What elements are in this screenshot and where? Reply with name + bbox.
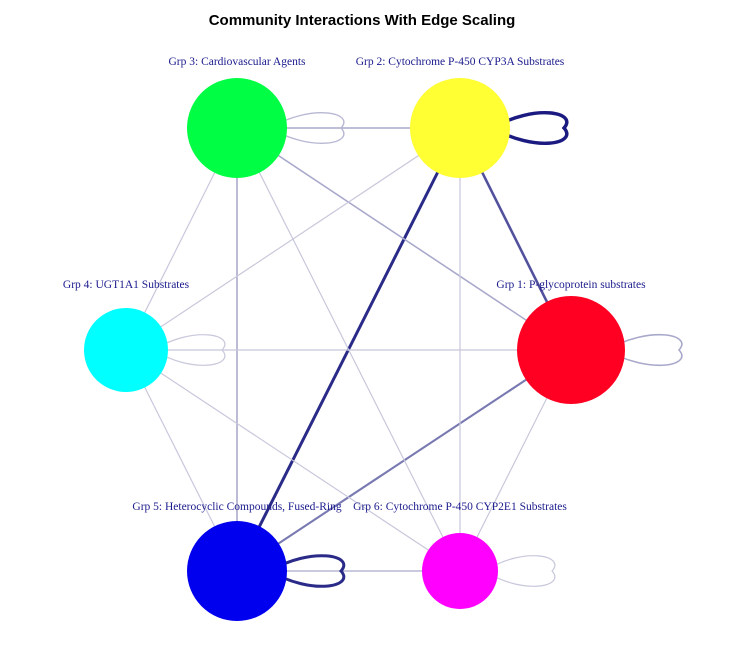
- node-g4: [84, 308, 168, 392]
- node-g1: [517, 296, 625, 404]
- node-g3: [187, 78, 287, 178]
- node-g5: [187, 521, 287, 621]
- node-label-g3: Grp 3: Cardiovascular Agents: [168, 56, 306, 68]
- edge-g4-g6: [125, 349, 461, 572]
- node-label-g4: Grp 4: UGT1A1 Substrates: [63, 279, 190, 291]
- self-loop-g1: [605, 333, 683, 367]
- self-loop-g6: [484, 555, 556, 587]
- self-loop-g3: [269, 112, 345, 144]
- node-label-g5: Grp 5: Heterocyclic Compounds, Fused-Rin…: [132, 501, 341, 513]
- edge-g3-g1: [236, 127, 572, 351]
- self-loop-g2: [491, 110, 569, 146]
- node-g2: [410, 78, 510, 178]
- diagram-title: Community Interactions With Edge Scaling: [209, 12, 516, 29]
- nodes-layer: [84, 78, 625, 621]
- node-label-g1: Grp 1: P-glycoprotein substrates: [496, 279, 646, 291]
- node-label-g2: Grp 2: Cytochrome P-450 CYP3A Substrates: [356, 56, 565, 68]
- self-loops-layer: [152, 110, 683, 588]
- edge-g2-g4: [125, 127, 461, 351]
- node-g6: [422, 533, 498, 609]
- node-label-g6: Grp 6: Cytochrome P-450 CYP2E1 Substrate…: [353, 501, 567, 513]
- self-loop-g5: [268, 554, 346, 588]
- labels-layer: Grp 1: P-glycoprotein substrates Grp 2: C…: [63, 56, 646, 513]
- self-loop-g4: [152, 334, 226, 366]
